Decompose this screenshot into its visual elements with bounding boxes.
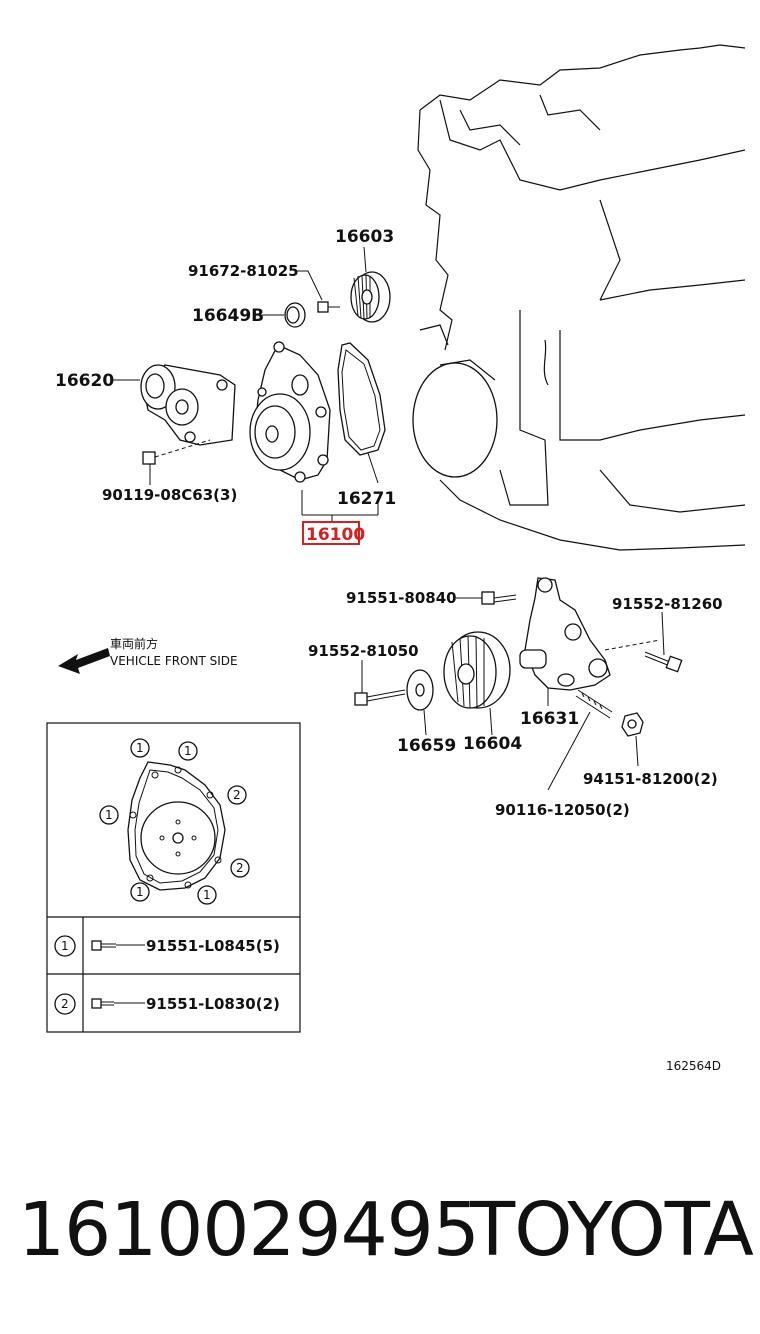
svg-text:2: 2: [233, 788, 241, 802]
marker-1-top-left: 1: [130, 738, 150, 758]
water-pump-16100: [249, 341, 378, 522]
svg-text:2: 2: [236, 861, 244, 875]
row-2-marker: 2: [61, 997, 69, 1011]
callout-16100[interactable]: 16100: [306, 525, 365, 545]
parts-diagram: 16603 91672-81025 16649B 16620 90119-08C…: [46, 44, 746, 1073]
marker-1-left: 1: [99, 805, 119, 825]
marker-1-bottom-left: 1: [130, 882, 150, 902]
callout-90119-08c63: 90119-08C63(3): [102, 486, 237, 504]
svg-text:1: 1: [105, 808, 113, 822]
direction-label-en: VEHICLE FRONT SIDE: [110, 654, 238, 668]
marker-2-right-bottom: 2: [230, 858, 250, 878]
callout-16649b: 16649B: [192, 306, 264, 326]
footer: 1610029495 TOYOTA: [0, 1185, 760, 1285]
callout-16604: 16604: [463, 734, 522, 754]
bolt-91552-81260: [644, 611, 683, 673]
bolt-table-row-2: 2 91551-L0830(2): [54, 993, 280, 1015]
svg-text:1: 1: [136, 885, 144, 899]
callout-16271: 16271: [337, 489, 396, 509]
callout-16631: 16631: [520, 709, 579, 729]
stud-90116: [547, 689, 613, 791]
callout-90116-12050: 90116-12050(2): [495, 801, 630, 819]
bolt-91551-80840: [456, 591, 517, 605]
callout-16659: 16659: [397, 736, 456, 756]
engine-block: [412, 44, 746, 551]
idler-pulley-16604: [443, 631, 511, 736]
svg-text:1: 1: [136, 741, 144, 755]
idler-pulley-16603: [350, 246, 391, 323]
callout-91552-81050: 91552-81050: [308, 642, 419, 660]
marker-1-top-right: 1: [178, 741, 198, 761]
bolt-91672: [296, 270, 340, 313]
pump-bolt-pattern: [127, 761, 226, 891]
callout-91552-81260: 91552-81260: [612, 595, 723, 613]
row-2-part-number: 91551-L0830(2): [146, 995, 280, 1013]
nut-94151: [621, 712, 644, 767]
marker-2-right-top: 2: [227, 785, 247, 805]
bolt-91552-81050: [354, 660, 406, 706]
marker-1-bottom-right: 1: [197, 885, 217, 905]
bolt-icon: [91, 998, 145, 1009]
brand-name: TOYOTA: [470, 1187, 754, 1273]
callout-94151-81200: 94151-81200(2): [583, 770, 718, 788]
bolt-90119: [142, 439, 211, 485]
highlight-box-16100: [302, 521, 360, 545]
tensioner-16620: [112, 364, 236, 446]
svg-text:1: 1: [203, 888, 211, 902]
cap-16649b: [262, 302, 306, 328]
callout-91672-81025: 91672-81025: [188, 262, 299, 280]
drawing-id: 162564D: [666, 1059, 721, 1073]
callout-16603: 16603: [335, 227, 394, 247]
callout-91551-80840: 91551-80840: [346, 589, 457, 607]
callout-16620: 16620: [55, 371, 114, 391]
row-1-part-number: 91551-L0845(5): [146, 937, 280, 955]
vehicle-front-arrow-icon: [58, 648, 110, 674]
bracket-16631: [519, 577, 661, 706]
bolt-table: 1 1 2 1 2 1 1 1: [46, 722, 301, 1033]
direction-label-jp: 車両前方: [110, 636, 158, 651]
gasket-16271: [337, 342, 386, 515]
part-number: 1610029495: [18, 1187, 480, 1273]
bolt-table-row-1: 1 91551-L0845(5): [54, 935, 280, 957]
svg-text:1: 1: [184, 744, 192, 758]
row-1-marker: 1: [61, 939, 69, 953]
washer-16659: [406, 669, 434, 736]
bolt-icon: [91, 940, 145, 951]
